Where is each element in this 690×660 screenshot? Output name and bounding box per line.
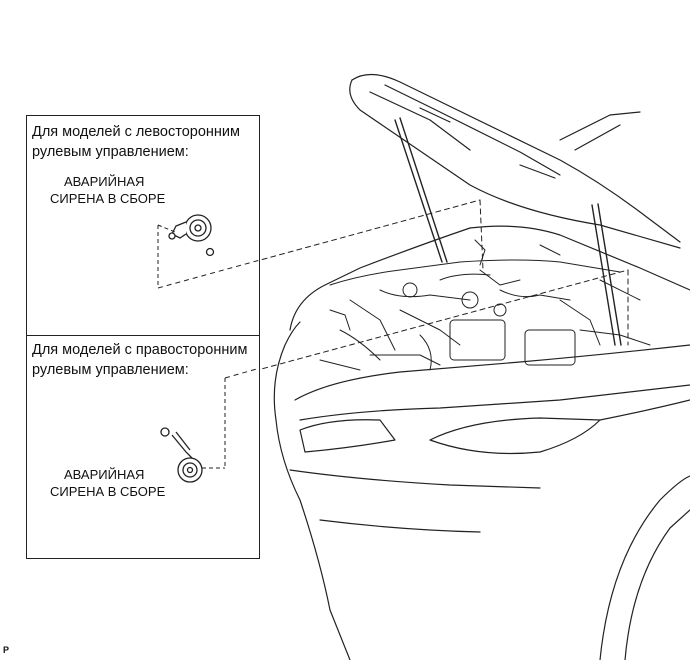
horn-icon-rhd <box>160 367 261 483</box>
open-hood <box>349 73 681 249</box>
car-body <box>273 225 690 660</box>
horn-icon-lhd <box>157 214 261 289</box>
panel-lhd-part-label-line1: АВАРИЙНАЯ <box>64 174 145 189</box>
engine-components <box>319 239 651 371</box>
panel-rhd-caption-line2: рулевым управлением: <box>32 362 189 378</box>
panel-rhd-part-label-line2: СИРЕНА В СБОРЕ <box>50 484 166 499</box>
figure-code: P <box>3 645 10 655</box>
inset-panel-rhd <box>26 335 260 559</box>
panel-lhd-caption-line1: Для моделей с левосторонним <box>32 124 240 140</box>
panel-rhd-part-label-line1: АВАРИЙНАЯ <box>64 467 145 482</box>
panel-lhd-caption-line2: рулевым управлением: <box>32 144 189 160</box>
panel-rhd-caption-line1: Для моделей с правосторонним <box>32 342 248 358</box>
inset-panel-lhd <box>26 115 260 336</box>
hood-struts <box>394 117 622 346</box>
panel-lhd-part-label-line2: СИРЕНА В СБОРЕ <box>50 191 166 206</box>
